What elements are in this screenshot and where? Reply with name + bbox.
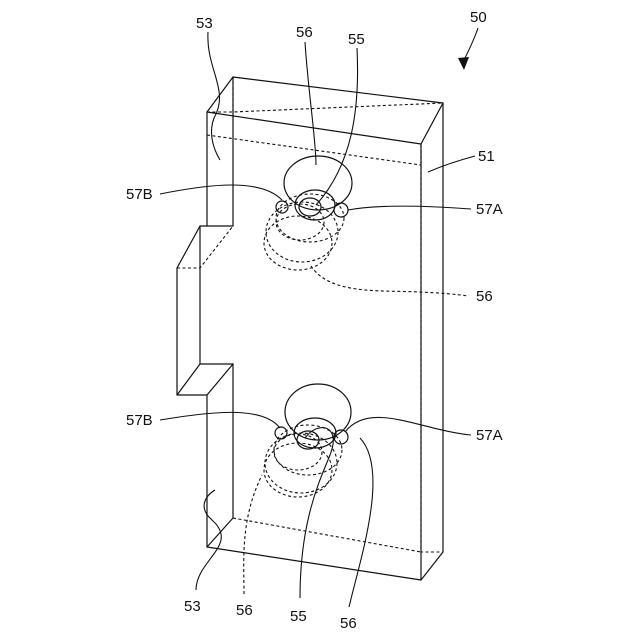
label-56-hidden-top: 56 — [476, 288, 493, 305]
label-53-bottom: 53 — [184, 598, 201, 615]
label-56-bottom-right: 56 — [340, 615, 357, 632]
label-51: 51 — [478, 148, 495, 165]
label-55-bottom: 55 — [290, 608, 307, 625]
upper-hole-group — [264, 156, 352, 270]
label-55-top: 55 — [348, 31, 365, 48]
label-50: 50 — [470, 9, 487, 26]
label-57A-bottom: 57A — [476, 427, 503, 444]
label-57A-top: 57A — [476, 201, 503, 218]
lower-hole-group — [264, 384, 351, 497]
label-56-bottom-left: 56 — [236, 602, 253, 619]
leader-lines — [160, 28, 478, 607]
label-57B-top: 57B — [126, 186, 153, 203]
hidden-edges — [177, 77, 443, 552]
label-57B-bottom: 57B — [126, 412, 153, 429]
reference-labels: 50 53 56 55 51 57B 57A 56 57B 57A 53 56 … — [126, 9, 503, 632]
label-53-top: 53 — [196, 15, 213, 32]
label-56-top: 56 — [296, 24, 313, 41]
block-body — [177, 77, 443, 580]
